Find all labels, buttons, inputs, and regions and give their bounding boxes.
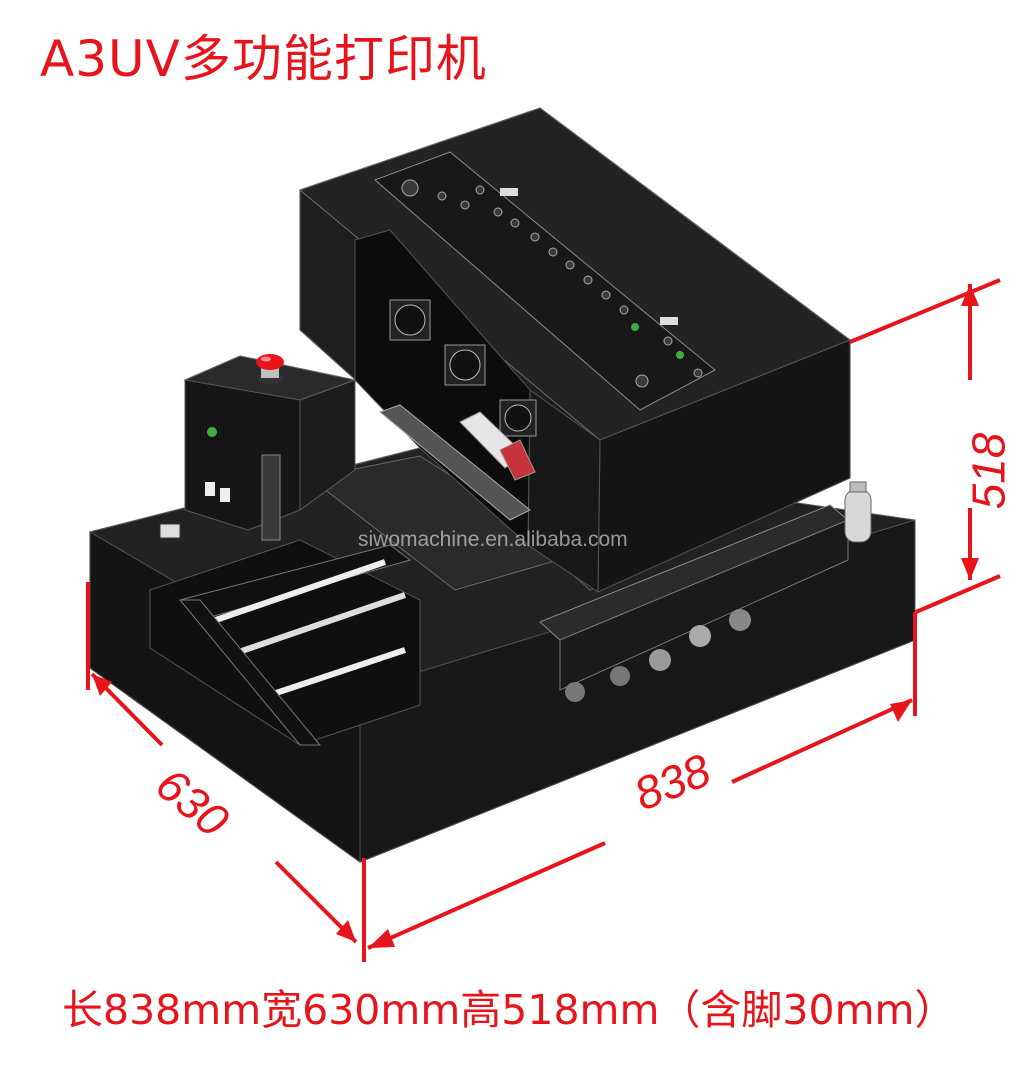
watermark: siwomachine.en.alibaba.com xyxy=(358,528,628,551)
ink-bottle-icon xyxy=(844,481,872,543)
emergency-stop-icon xyxy=(256,354,284,384)
hinge-icon xyxy=(500,188,518,196)
fan-icon xyxy=(444,344,486,386)
status-led-icon xyxy=(676,351,684,359)
panel-holes xyxy=(401,179,703,388)
fan-icon xyxy=(389,299,431,341)
front-rail xyxy=(539,504,849,702)
print-bed xyxy=(149,455,577,746)
printer-housing xyxy=(298,107,852,593)
control-tower xyxy=(159,355,357,541)
status-led-icon xyxy=(631,323,639,331)
print-carriage xyxy=(379,404,536,521)
hinge-icon xyxy=(660,317,678,325)
height-dimension-label: 518 xyxy=(962,432,1015,510)
product-title: A3UV多功能打印机 xyxy=(40,30,487,88)
fan-icon xyxy=(499,399,537,437)
dimension-lines xyxy=(86,278,1001,962)
dimensions-caption: 长838mm宽630mm高518mm（含脚30mm） xyxy=(62,986,956,1034)
